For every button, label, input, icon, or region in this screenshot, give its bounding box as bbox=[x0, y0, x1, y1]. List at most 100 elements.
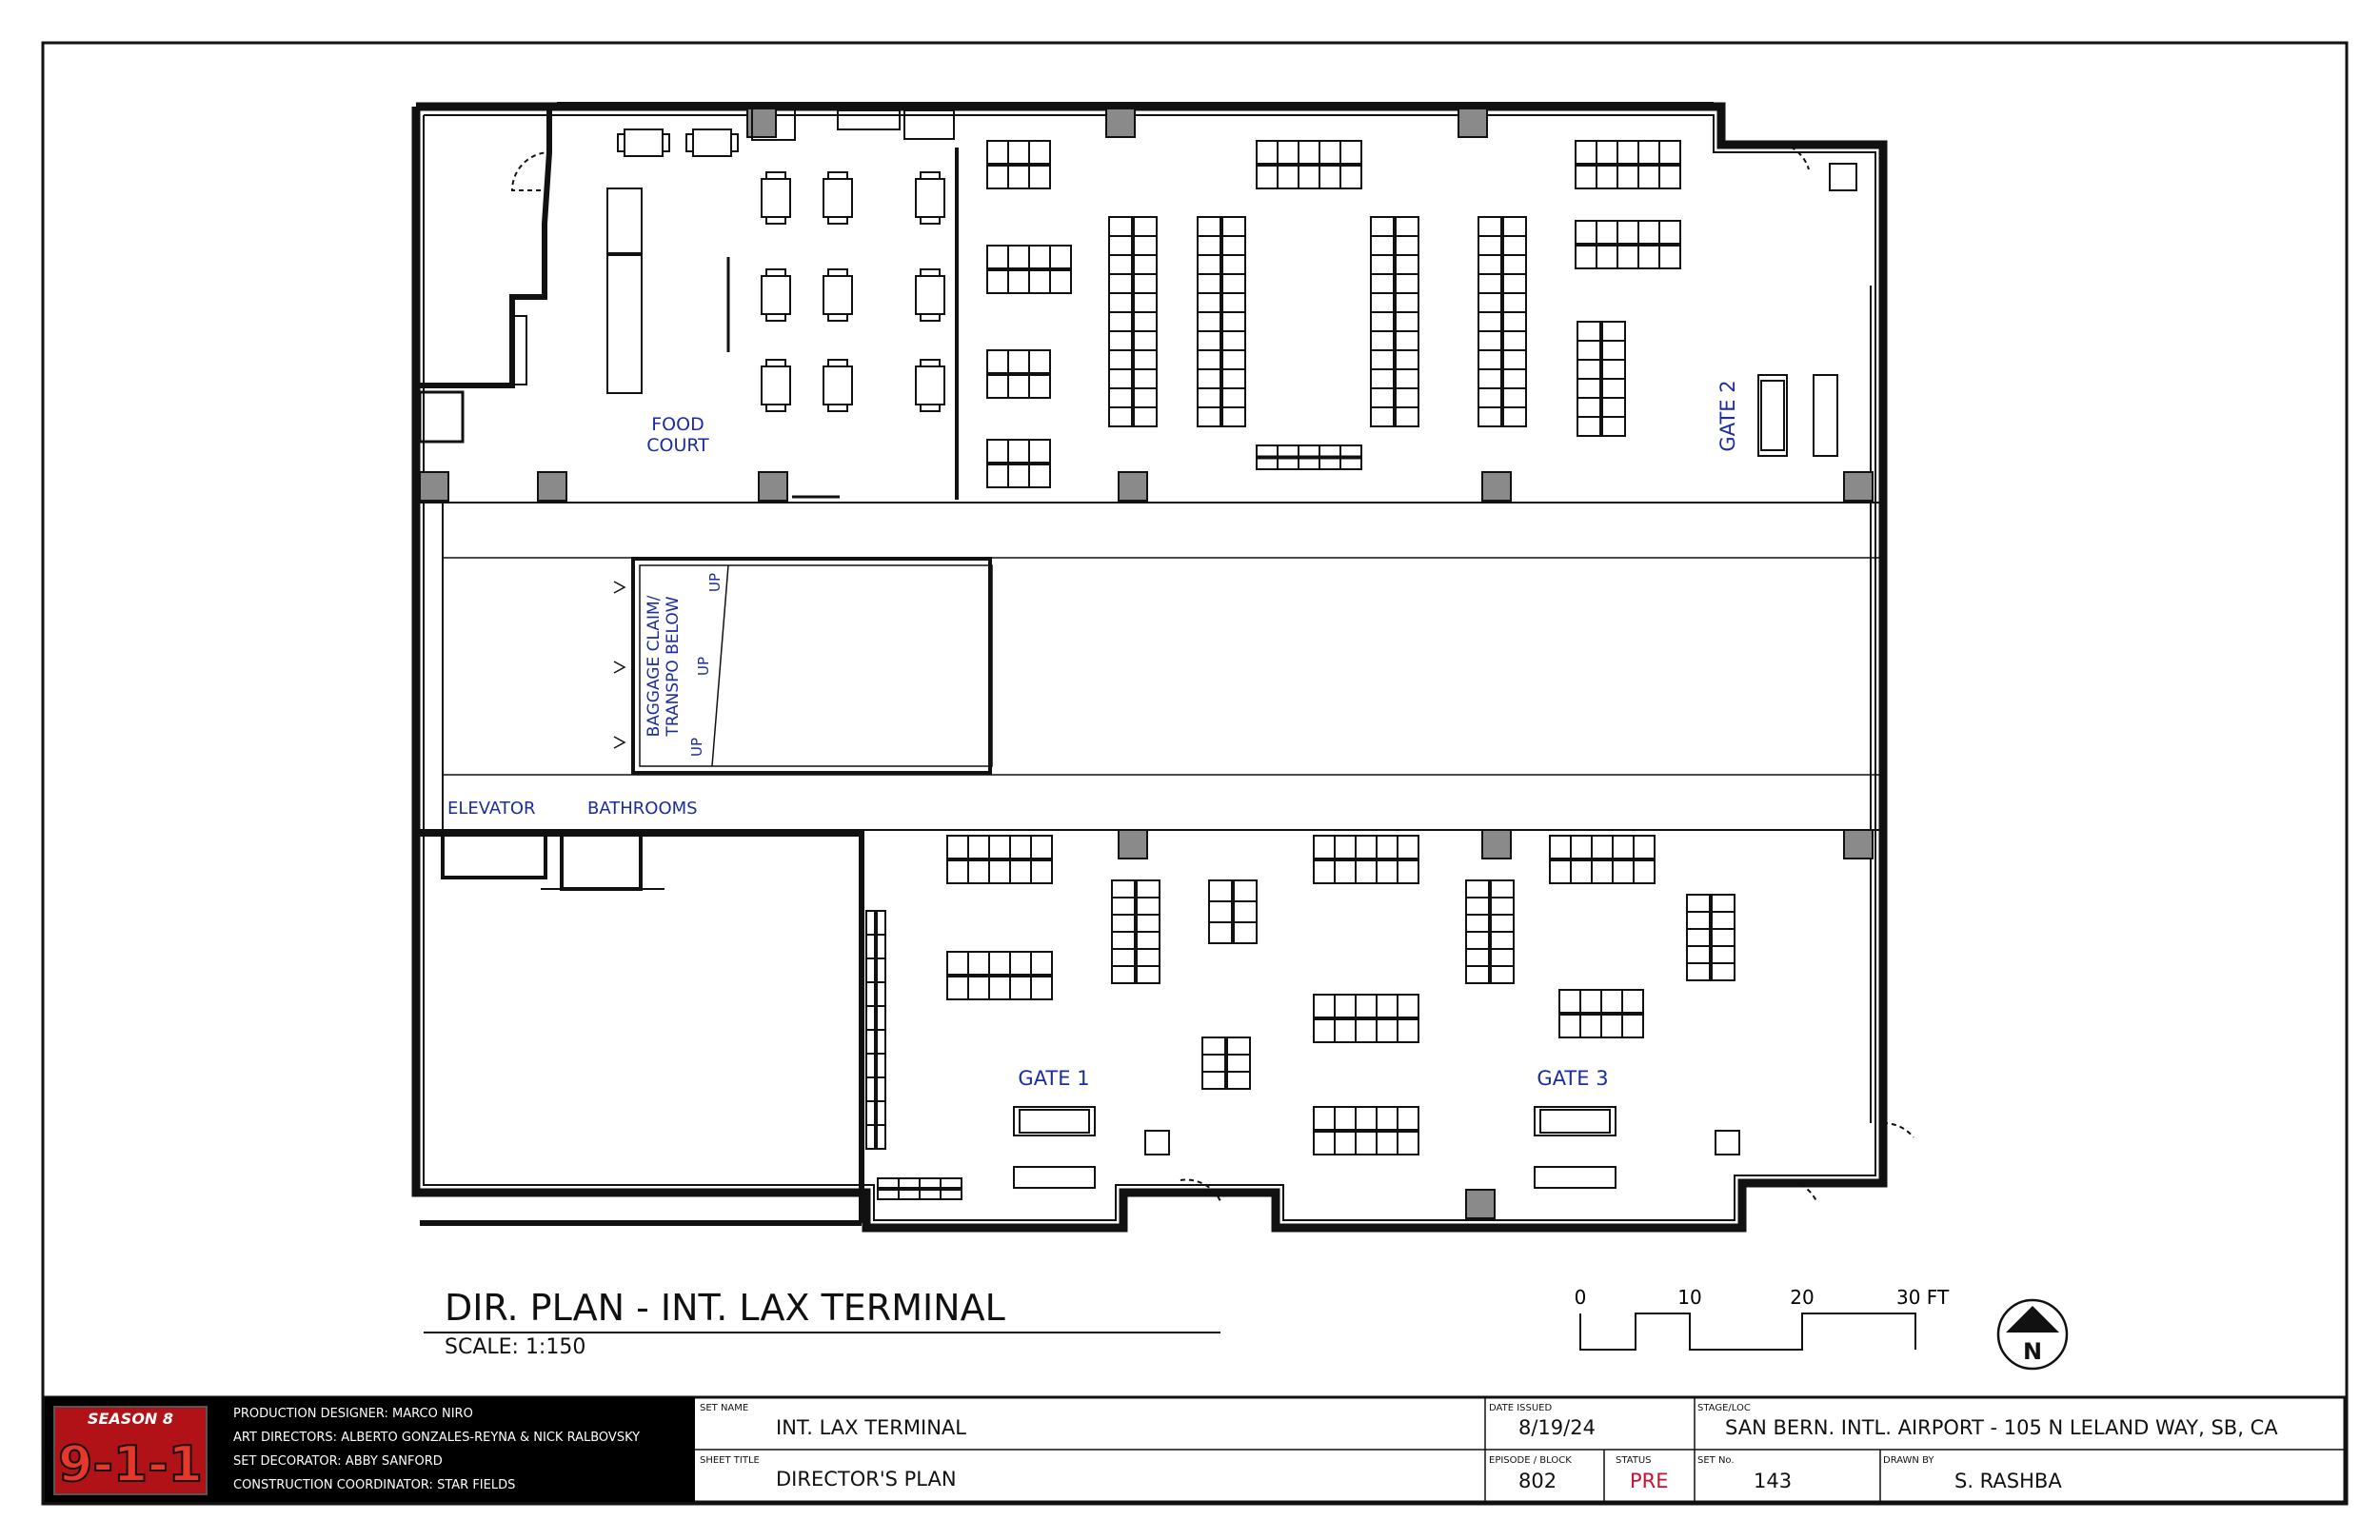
elevator-wall bbox=[441, 834, 547, 879]
seating-row bbox=[1478, 216, 1527, 427]
seating-row bbox=[1313, 994, 1419, 1043]
terminal-floor-plan bbox=[411, 102, 1914, 1233]
seating-row bbox=[986, 349, 1051, 399]
plan-scale: SCALE: 1:150 bbox=[445, 1335, 585, 1359]
drawn-by: S. RASHBA bbox=[1954, 1470, 2062, 1492]
seating-row bbox=[1201, 1037, 1251, 1090]
gate3-desk bbox=[1534, 1166, 1616, 1189]
sheet-border bbox=[41, 41, 2349, 1506]
cafe-table bbox=[823, 268, 853, 322]
seating-row bbox=[1465, 879, 1515, 984]
north-arrow-icon: N bbox=[1996, 1298, 2069, 1371]
episode-block: 802 bbox=[1518, 1470, 1557, 1492]
plan-title: DIR. PLAN - INT. LAX TERMINAL bbox=[445, 1287, 1005, 1329]
svg-text:STAGE/LOC: STAGE/LOC bbox=[1697, 1403, 1751, 1413]
set-name: INT. LAX TERMINAL bbox=[776, 1416, 966, 1439]
seating-row bbox=[1549, 835, 1656, 884]
gate2-desk bbox=[1813, 374, 1838, 457]
cafe-table bbox=[685, 128, 739, 157]
svg-text:CONSTRUCTION COORDINATOR: STAR: CONSTRUCTION COORDINATOR: STAR FIELDS bbox=[233, 1478, 515, 1492]
svg-text:PRODUCTION DESIGNER: MARCO NIR: PRODUCTION DESIGNER: MARCO NIRO bbox=[233, 1407, 473, 1421]
structural-column bbox=[758, 471, 788, 502]
cafe-table bbox=[915, 359, 945, 412]
svg-text:SET No.: SET No. bbox=[1697, 1455, 1735, 1466]
cafe-table bbox=[617, 128, 670, 157]
svg-text:SHEET TITLE: SHEET TITLE bbox=[700, 1455, 760, 1466]
seating-row bbox=[1111, 879, 1160, 984]
arrow-icon bbox=[613, 581, 626, 594]
svg-text:SET DECORATOR: ABBY SANFORD: SET DECORATOR: ABBY SANFORD bbox=[233, 1454, 443, 1469]
outer-wall bbox=[411, 102, 1888, 1233]
seating-row bbox=[1313, 1106, 1419, 1155]
arrow-icon bbox=[613, 736, 626, 749]
svg-text:SET NAME: SET NAME bbox=[700, 1403, 748, 1413]
seating-row bbox=[986, 245, 1072, 294]
cafe-table bbox=[823, 171, 853, 225]
seating-row bbox=[1256, 444, 1362, 470]
gate-2-label: GATE 2 bbox=[1716, 380, 1739, 451]
svg-text:STATUS: STATUS bbox=[1616, 1455, 1652, 1466]
food-court-label: FOOD bbox=[651, 414, 704, 435]
seating-row bbox=[946, 951, 1053, 1000]
gate1-desk bbox=[1013, 1166, 1096, 1189]
date-issued: 8/19/24 bbox=[1518, 1416, 1596, 1439]
baggage-claim-label: BAGGAGE CLAIM/ bbox=[645, 595, 664, 737]
cafe-table bbox=[915, 171, 945, 225]
bathrooms-wall bbox=[560, 834, 643, 891]
escalator-well bbox=[613, 557, 993, 775]
seating-row bbox=[877, 1177, 962, 1200]
cafe-table bbox=[761, 171, 791, 225]
escalator-up-label: UP bbox=[706, 573, 724, 592]
status-badge: PRE bbox=[1630, 1470, 1669, 1492]
cafe-table bbox=[761, 268, 791, 322]
elevator-label: ELEVATOR bbox=[447, 799, 536, 819]
escalator-up-label: UP bbox=[695, 657, 712, 676]
show-logo: SEASON 8 9-1-1 bbox=[53, 1406, 208, 1495]
seating-row bbox=[1108, 216, 1158, 427]
seating-row bbox=[986, 439, 1051, 488]
svg-text:SEASON 8: SEASON 8 bbox=[88, 1410, 173, 1428]
scale-tick-0: 0 bbox=[1575, 1286, 1587, 1309]
svg-text:ART DIRECTORS: ALBERTO GONZALE: ART DIRECTORS: ALBERTO GONZALES-REYNA & … bbox=[233, 1431, 640, 1445]
seating-row bbox=[865, 910, 886, 1150]
seating-row bbox=[1370, 216, 1419, 427]
structural-column bbox=[537, 471, 567, 502]
svg-text:DATE ISSUED: DATE ISSUED bbox=[1489, 1403, 1552, 1413]
stage-location: SAN BERN. INTL. AIRPORT - 105 N LELAND W… bbox=[1725, 1416, 2278, 1439]
set-number: 143 bbox=[1754, 1470, 1792, 1492]
sheet-title: DIRECTOR'S PLAN bbox=[776, 1468, 957, 1491]
storage-closet bbox=[418, 390, 465, 444]
structural-column bbox=[1105, 108, 1136, 138]
arrow-icon bbox=[613, 661, 626, 674]
structural-column bbox=[1481, 829, 1512, 859]
seating-row bbox=[1558, 989, 1644, 1038]
seating-row bbox=[1575, 220, 1681, 269]
seating-row bbox=[1577, 321, 1626, 437]
seating-row bbox=[986, 140, 1051, 189]
scale-tick-20: 20 bbox=[1790, 1286, 1814, 1309]
food-counter bbox=[606, 254, 643, 394]
svg-text:N: N bbox=[2023, 1338, 2042, 1365]
structural-column bbox=[1843, 471, 1874, 502]
title-block-fields: SET NAME INT. LAX TERMINAL SHEET TITLE D… bbox=[700, 1403, 2278, 1492]
seating-row bbox=[946, 835, 1053, 884]
scale-bar bbox=[1579, 1313, 1916, 1351]
seating-row bbox=[1256, 140, 1362, 189]
seating-row bbox=[1208, 879, 1258, 944]
structural-column bbox=[1458, 108, 1488, 138]
escalator-up-label: UP bbox=[688, 738, 705, 757]
structural-column bbox=[419, 471, 449, 502]
lower-left-room-wall bbox=[420, 831, 864, 1223]
structural-column bbox=[1118, 829, 1148, 859]
structural-column bbox=[1118, 471, 1148, 502]
structural-column bbox=[1843, 829, 1874, 859]
cafe-table bbox=[915, 268, 945, 322]
structural-column bbox=[1481, 471, 1512, 502]
plan-labels: FOOD COURT GATE 1 GATE 3 GATE 2 ELEVATOR… bbox=[447, 380, 1739, 1090]
seating-row bbox=[1313, 835, 1419, 884]
storage-room-wall bbox=[420, 110, 552, 388]
scale-tick-10: 10 bbox=[1677, 1286, 1701, 1309]
gate-3-label: GATE 3 bbox=[1537, 1067, 1608, 1090]
cafe-table bbox=[761, 359, 791, 412]
food-counter bbox=[606, 188, 643, 254]
